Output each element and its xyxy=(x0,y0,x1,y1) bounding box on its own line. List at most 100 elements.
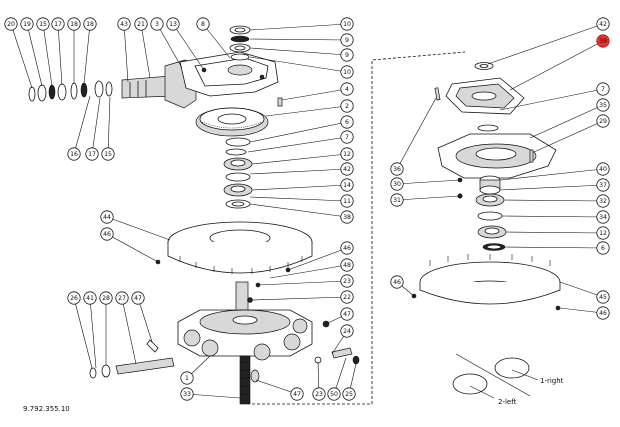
callout-label: 42 xyxy=(599,21,607,28)
callout-label: 17 xyxy=(88,151,96,158)
callout-label: 1 xyxy=(185,375,189,382)
callout-label: 33 xyxy=(183,391,191,398)
leader-line xyxy=(251,296,348,301)
callout-circle xyxy=(390,193,404,207)
callout-circle xyxy=(596,306,610,320)
callout-label: 32 xyxy=(599,198,607,205)
callout-label: 26 xyxy=(70,295,78,302)
callout-circle xyxy=(67,17,81,31)
leader-line xyxy=(89,297,97,369)
callout-circle xyxy=(340,274,354,288)
callout-label: 38 xyxy=(343,214,351,221)
leader-line xyxy=(106,233,159,263)
callout-circle xyxy=(166,17,180,31)
leader-line xyxy=(255,379,298,395)
callout-circle xyxy=(340,65,354,79)
leader-line xyxy=(503,199,604,202)
leader-line xyxy=(499,184,604,191)
callout-label: 18 xyxy=(86,21,94,28)
right-bearing-stack xyxy=(457,175,507,251)
callout-label: 39 xyxy=(599,38,607,45)
callout-circle xyxy=(596,290,610,304)
leader-line xyxy=(499,88,604,111)
callout-circle xyxy=(390,177,404,191)
leader-line xyxy=(247,136,348,153)
leader-line xyxy=(499,168,604,181)
leader-line xyxy=(249,47,348,56)
callout-circle xyxy=(596,226,610,240)
callout-circle xyxy=(67,291,81,305)
callout-label: 46 xyxy=(103,231,111,238)
side-shaft xyxy=(89,339,260,383)
callout-label: 46 xyxy=(393,279,401,286)
leader-line xyxy=(121,297,137,365)
callout-label: 31 xyxy=(393,197,401,204)
rotation-label-right: 1-right xyxy=(540,377,564,385)
callout-label: 45 xyxy=(599,294,607,301)
leader-line xyxy=(83,23,91,85)
gearbox-housing xyxy=(179,51,279,97)
callout-label: 9 xyxy=(345,52,349,59)
callout-label: 20 xyxy=(7,21,15,28)
callout-label: 4 xyxy=(345,86,349,93)
callout-label: 18 xyxy=(70,21,78,28)
callout-label: 19 xyxy=(23,21,31,28)
drawing-number: 9.792.355.10 xyxy=(23,405,70,413)
callout-label: 15 xyxy=(104,151,112,158)
callout-circle xyxy=(83,17,97,31)
leader-line xyxy=(106,216,171,241)
right-upper-assembly xyxy=(434,62,525,132)
callout-label: 17 xyxy=(54,21,62,28)
leader-line xyxy=(10,23,33,89)
callout-circle xyxy=(340,17,354,31)
callout-circle xyxy=(340,33,354,47)
callout-circle xyxy=(101,147,115,161)
callout-label: 21 xyxy=(137,21,145,28)
callout-circle xyxy=(340,258,354,272)
leader-line xyxy=(249,203,348,218)
leader-line xyxy=(249,121,348,143)
callout-circle xyxy=(131,291,145,305)
callout-circle xyxy=(20,17,34,31)
callout-circle xyxy=(596,114,610,128)
callout-circle xyxy=(340,194,354,208)
leader-line xyxy=(281,88,348,101)
callout-label: 13 xyxy=(169,21,177,28)
callout-label: 12 xyxy=(599,230,607,237)
leader-line xyxy=(257,280,348,286)
right-disc xyxy=(411,254,561,311)
callout-label: 29 xyxy=(599,118,607,125)
rotation-label-left: 2-left xyxy=(498,398,517,406)
leader-lines xyxy=(10,23,604,399)
leader-line xyxy=(172,23,205,71)
leader-line xyxy=(202,23,231,59)
callout-label: 7 xyxy=(345,134,349,141)
callout-label: 30 xyxy=(393,181,401,188)
callout-label: 37 xyxy=(599,182,607,189)
callout-label: 25 xyxy=(345,391,353,398)
callout-label: 15 xyxy=(39,21,47,28)
callout-label: 12 xyxy=(343,151,351,158)
callout-circle xyxy=(340,130,354,144)
crown-gear xyxy=(195,107,269,137)
callout-circle xyxy=(180,371,194,385)
leader-line xyxy=(73,95,91,155)
callout-label: 35 xyxy=(599,102,607,109)
leader-line xyxy=(249,23,348,31)
callout-label: 44 xyxy=(103,214,111,221)
callout-label: 24 xyxy=(343,328,351,335)
callout-label: 43 xyxy=(120,21,128,28)
callout-label: 27 xyxy=(118,295,126,302)
leader-line xyxy=(269,264,348,279)
callout-label: 10 xyxy=(343,69,351,76)
callout-label: 9 xyxy=(345,37,349,44)
callout-circle xyxy=(67,147,81,161)
leader-line xyxy=(533,120,604,153)
callout-label: 7 xyxy=(601,86,605,93)
callout-label: 40 xyxy=(599,166,607,173)
callout-circle xyxy=(340,82,354,96)
callout-circle xyxy=(340,115,354,129)
callout-circle xyxy=(596,34,610,48)
callout-circle xyxy=(340,48,354,62)
